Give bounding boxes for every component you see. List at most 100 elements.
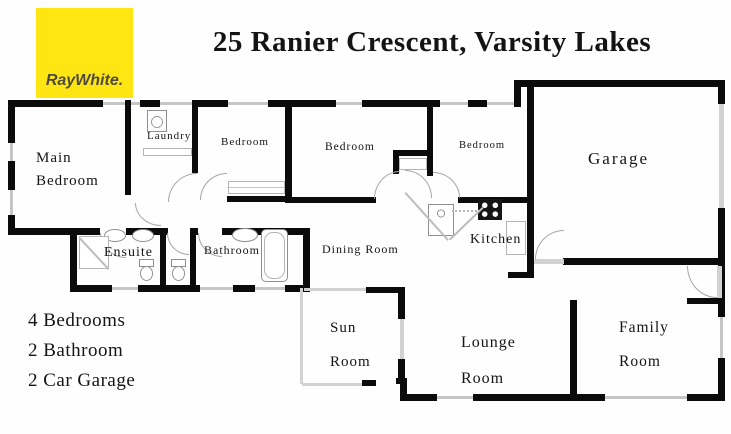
summary-bathrooms: 2 Bathroom bbox=[28, 340, 124, 361]
door-arc bbox=[200, 173, 227, 200]
wall bbox=[718, 358, 725, 401]
window bbox=[200, 285, 233, 292]
wall bbox=[125, 100, 131, 195]
window bbox=[400, 319, 404, 359]
window bbox=[605, 394, 687, 401]
room-label-lounge-room: Lounge Room bbox=[461, 334, 516, 387]
laundry-bench bbox=[143, 148, 192, 156]
wall bbox=[285, 285, 310, 292]
window bbox=[103, 100, 140, 107]
wall bbox=[427, 150, 433, 176]
window bbox=[440, 100, 468, 107]
wall bbox=[393, 150, 433, 156]
wall bbox=[400, 378, 407, 401]
basin-icon bbox=[104, 229, 126, 242]
wall bbox=[285, 100, 292, 203]
door-arc bbox=[135, 203, 161, 226]
window bbox=[304, 288, 366, 291]
door-arc bbox=[167, 233, 189, 255]
closet bbox=[399, 158, 427, 170]
wall bbox=[427, 100, 433, 152]
wall bbox=[514, 80, 725, 87]
toilet-icon bbox=[172, 266, 185, 281]
wall bbox=[366, 287, 398, 293]
room-label-family-room: Family Room bbox=[619, 319, 669, 370]
wall bbox=[8, 100, 15, 235]
window bbox=[255, 285, 285, 292]
wall bbox=[393, 150, 399, 174]
room-label-garage: Garage bbox=[588, 149, 650, 168]
wall bbox=[687, 298, 718, 304]
wall bbox=[687, 394, 725, 401]
wall bbox=[563, 258, 725, 265]
ray-white-logo-text: RayWhite. bbox=[45, 72, 124, 89]
wall bbox=[190, 228, 196, 292]
wall bbox=[8, 100, 103, 107]
garage-door bbox=[719, 104, 724, 208]
door-arc bbox=[374, 171, 400, 199]
room-label-main-bedroom: Main Bedroom bbox=[36, 150, 99, 189]
door-arc bbox=[433, 172, 460, 198]
wall bbox=[718, 208, 725, 265]
wall bbox=[160, 228, 166, 292]
door-arc bbox=[687, 266, 717, 298]
wall bbox=[362, 380, 376, 386]
summary-garage: 2 Car Garage bbox=[28, 370, 136, 391]
basin-icon bbox=[232, 228, 258, 242]
wall bbox=[362, 100, 440, 107]
wall bbox=[473, 394, 605, 401]
wall bbox=[196, 100, 228, 107]
wall bbox=[192, 100, 198, 173]
wardrobe bbox=[228, 181, 285, 194]
window bbox=[718, 317, 725, 358]
room-label-bedroom-3: Bedroom bbox=[459, 140, 506, 151]
wall bbox=[400, 394, 437, 401]
wall bbox=[70, 285, 112, 292]
wall bbox=[268, 100, 336, 107]
bathtub-inner bbox=[264, 232, 285, 279]
room-label-bedroom-2: Bedroom bbox=[325, 141, 375, 153]
window bbox=[336, 100, 362, 107]
room-label-bathroom: Bathroom bbox=[204, 243, 260, 257]
wall bbox=[140, 100, 160, 107]
door-leaf bbox=[534, 259, 564, 264]
window bbox=[8, 143, 15, 161]
page-title: 25 Ranier Crescent, Varsity Lakes bbox=[212, 26, 652, 58]
door-arc bbox=[535, 230, 564, 259]
window bbox=[228, 100, 268, 107]
wall bbox=[70, 228, 77, 292]
wall bbox=[227, 196, 287, 202]
wall bbox=[398, 359, 405, 381]
room-label-ensuite: Ensuite bbox=[104, 245, 153, 260]
property-summary: 4 Bedrooms 2 Bathroom 2 Car Garage bbox=[28, 306, 135, 396]
window bbox=[437, 394, 473, 401]
wall bbox=[468, 100, 487, 107]
wall bbox=[570, 300, 577, 401]
wall bbox=[398, 287, 405, 319]
window bbox=[112, 285, 138, 292]
toilet-icon bbox=[140, 266, 153, 281]
wall bbox=[303, 228, 310, 292]
room-label-dining-room: Dining Room bbox=[322, 242, 399, 256]
window bbox=[487, 100, 515, 107]
counter-line bbox=[452, 210, 480, 212]
room-label-kitchen: Kitchen bbox=[470, 232, 522, 247]
wall bbox=[718, 80, 725, 104]
window bbox=[160, 100, 196, 107]
room-label-sun-room: Sun Room bbox=[330, 320, 371, 370]
window bbox=[300, 288, 303, 384]
wall bbox=[527, 87, 534, 272]
wall bbox=[138, 285, 200, 292]
room-label-bedroom-1: Bedroom bbox=[221, 136, 269, 148]
door-arc bbox=[168, 173, 197, 202]
wall bbox=[514, 80, 521, 107]
pantry bbox=[506, 221, 526, 255]
window bbox=[8, 190, 15, 215]
wall bbox=[8, 228, 75, 235]
door-leaf bbox=[717, 266, 722, 298]
laundry-sink-icon bbox=[147, 110, 167, 132]
room-label-laundry: Laundry bbox=[147, 130, 192, 142]
ray-white-logo: RayWhite. bbox=[36, 8, 133, 98]
window bbox=[302, 383, 362, 386]
